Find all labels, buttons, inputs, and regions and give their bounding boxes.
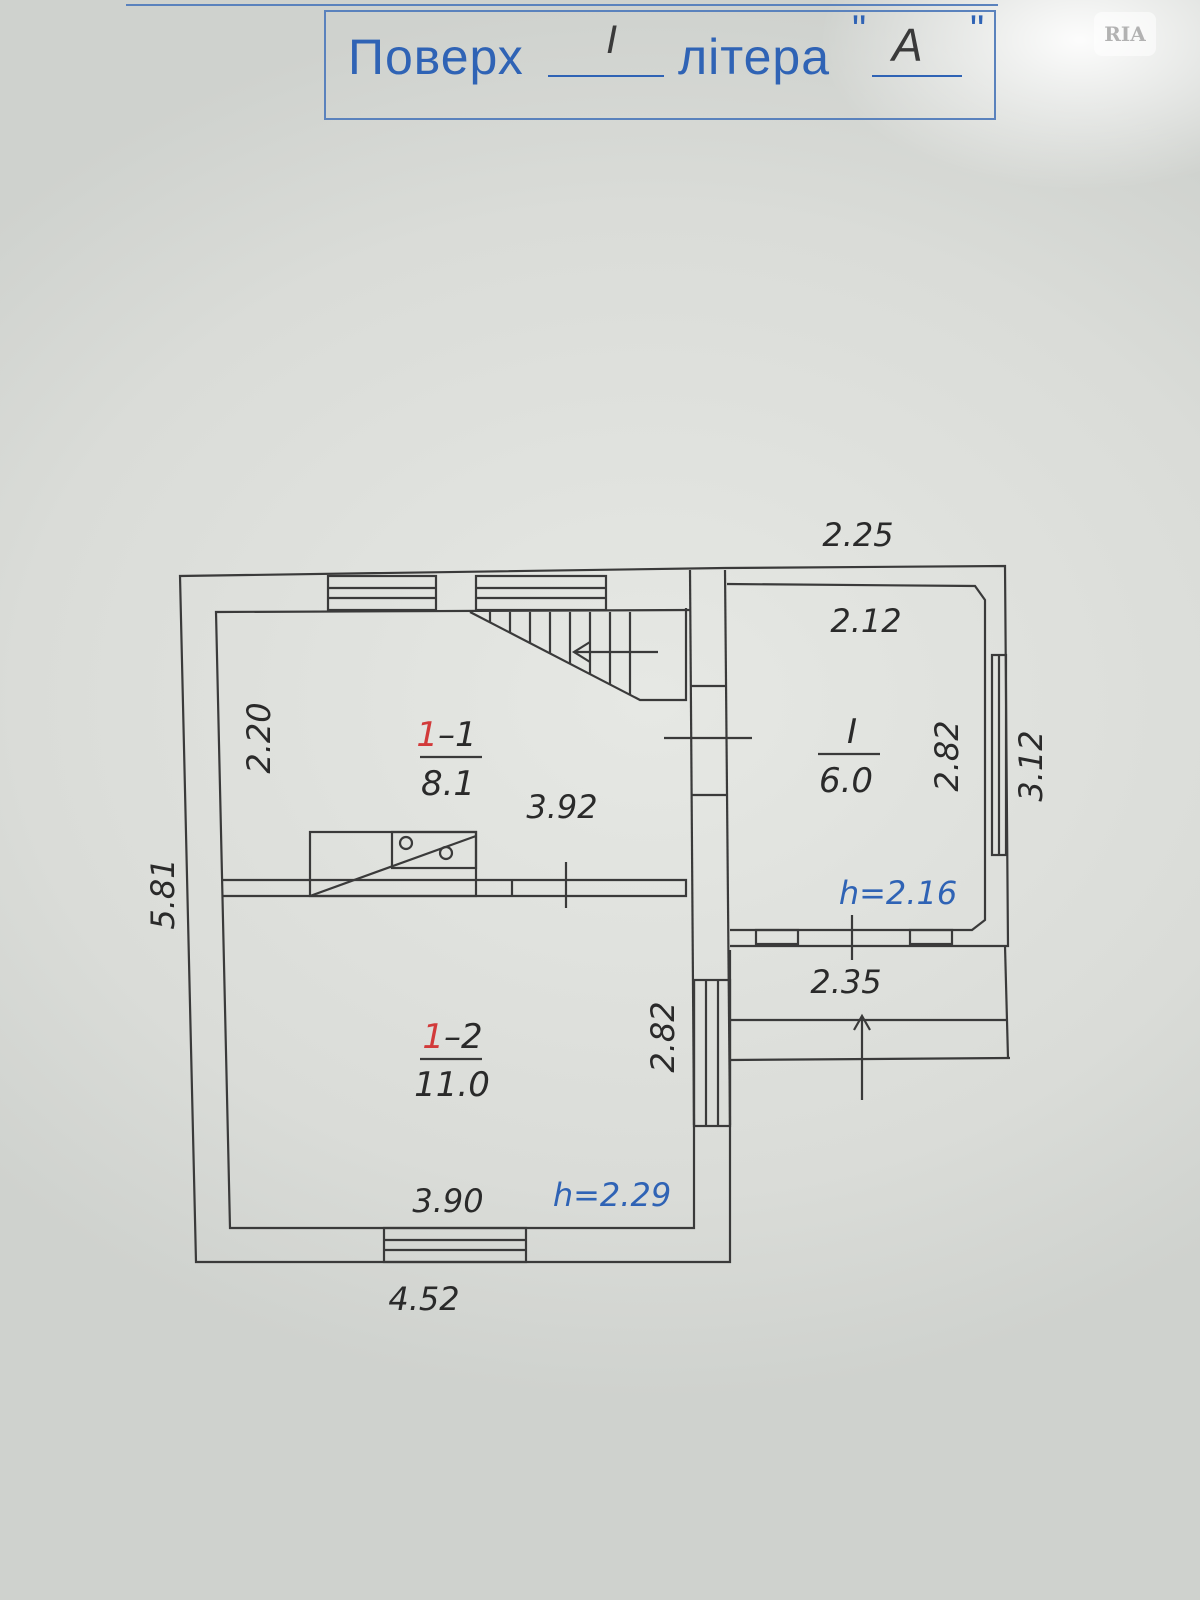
dim-room1-1-height: 2.20 xyxy=(240,702,278,773)
dim-annex-width: 2.25 xyxy=(822,516,893,554)
watermark-logo: RIA xyxy=(1094,12,1156,56)
window-top-left xyxy=(326,574,438,612)
dim-room1-2-height: 2.82 xyxy=(644,1001,682,1072)
letter-value: А xyxy=(892,19,923,71)
stair xyxy=(469,608,688,702)
inner-wall-main xyxy=(214,608,696,1230)
room1-2-area: 11.0 xyxy=(414,1065,490,1105)
dim-total-width: 4.52 xyxy=(388,1280,459,1318)
letter-label: літера xyxy=(678,29,831,85)
floor-label: Поверх xyxy=(348,29,524,85)
room1-2-prefix: 1 xyxy=(422,1017,444,1057)
top-frame-line xyxy=(126,0,998,6)
dim-room1-2-width: 3.90 xyxy=(412,1182,483,1220)
dim-annex-inner-width: 2.12 xyxy=(830,602,901,640)
dim-total-height: 5.81 xyxy=(144,858,182,929)
close-quote: " xyxy=(970,8,985,52)
floor-underline xyxy=(548,75,664,77)
dim-porch-width: 2.35 xyxy=(810,963,881,1001)
window-bottom xyxy=(382,1226,528,1264)
floor-value: I xyxy=(606,18,618,62)
outer-wall-main xyxy=(178,566,732,1264)
floor-header-box xyxy=(324,10,996,120)
room1-1-prefix: 1 xyxy=(416,715,438,755)
room1-1-area: 8.1 xyxy=(421,764,475,804)
room-divider xyxy=(222,878,688,898)
dim-room1-1-width: 3.92 xyxy=(526,788,597,826)
dim-annex-height: 3.12 xyxy=(1012,730,1050,801)
window-partition xyxy=(692,978,732,1128)
room1-1-suffix: –1 xyxy=(438,715,477,755)
window-top-right xyxy=(474,574,608,612)
letter-underline xyxy=(872,75,962,77)
height-annex: h=2.16 xyxy=(839,874,957,912)
room1-2-suffix: –2 xyxy=(444,1017,483,1057)
height-main: h=2.29 xyxy=(553,1176,671,1214)
open-quote: " xyxy=(852,8,867,52)
room-annex-number: I xyxy=(847,712,857,752)
dim-annex-inner-height: 2.82 xyxy=(928,720,966,791)
room-annex-area: 6.0 xyxy=(819,761,873,801)
